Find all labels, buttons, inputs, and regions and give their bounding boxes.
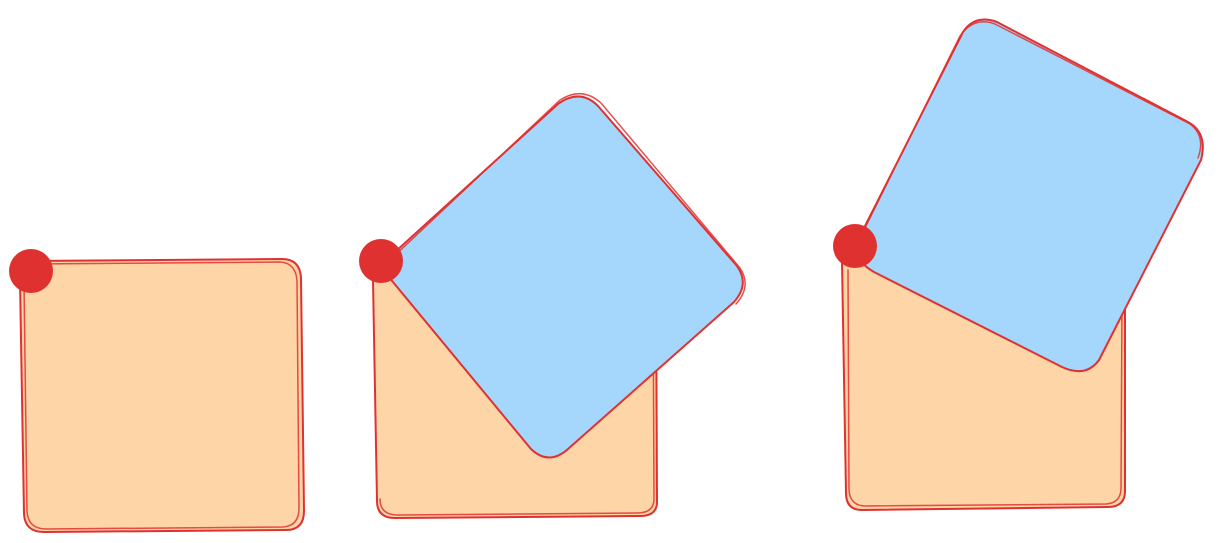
- base-square: [19, 258, 305, 533]
- figure-rotated-30: [833, 18, 1204, 511]
- pivot-point: [359, 239, 403, 283]
- base-square-sketch-stroke: [847, 269, 1123, 507]
- base-square-sketch-stroke: [23, 261, 300, 530]
- rotated-square-sketch-stroke: [389, 93, 746, 305]
- rotated-square: [855, 18, 1204, 373]
- rotated-square-sketch-stroke: [860, 21, 1202, 237]
- pivot-point: [9, 249, 53, 293]
- figure-unrotated: [9, 249, 305, 533]
- pivot-point: [833, 224, 877, 268]
- figure-rotated-45: [359, 93, 746, 519]
